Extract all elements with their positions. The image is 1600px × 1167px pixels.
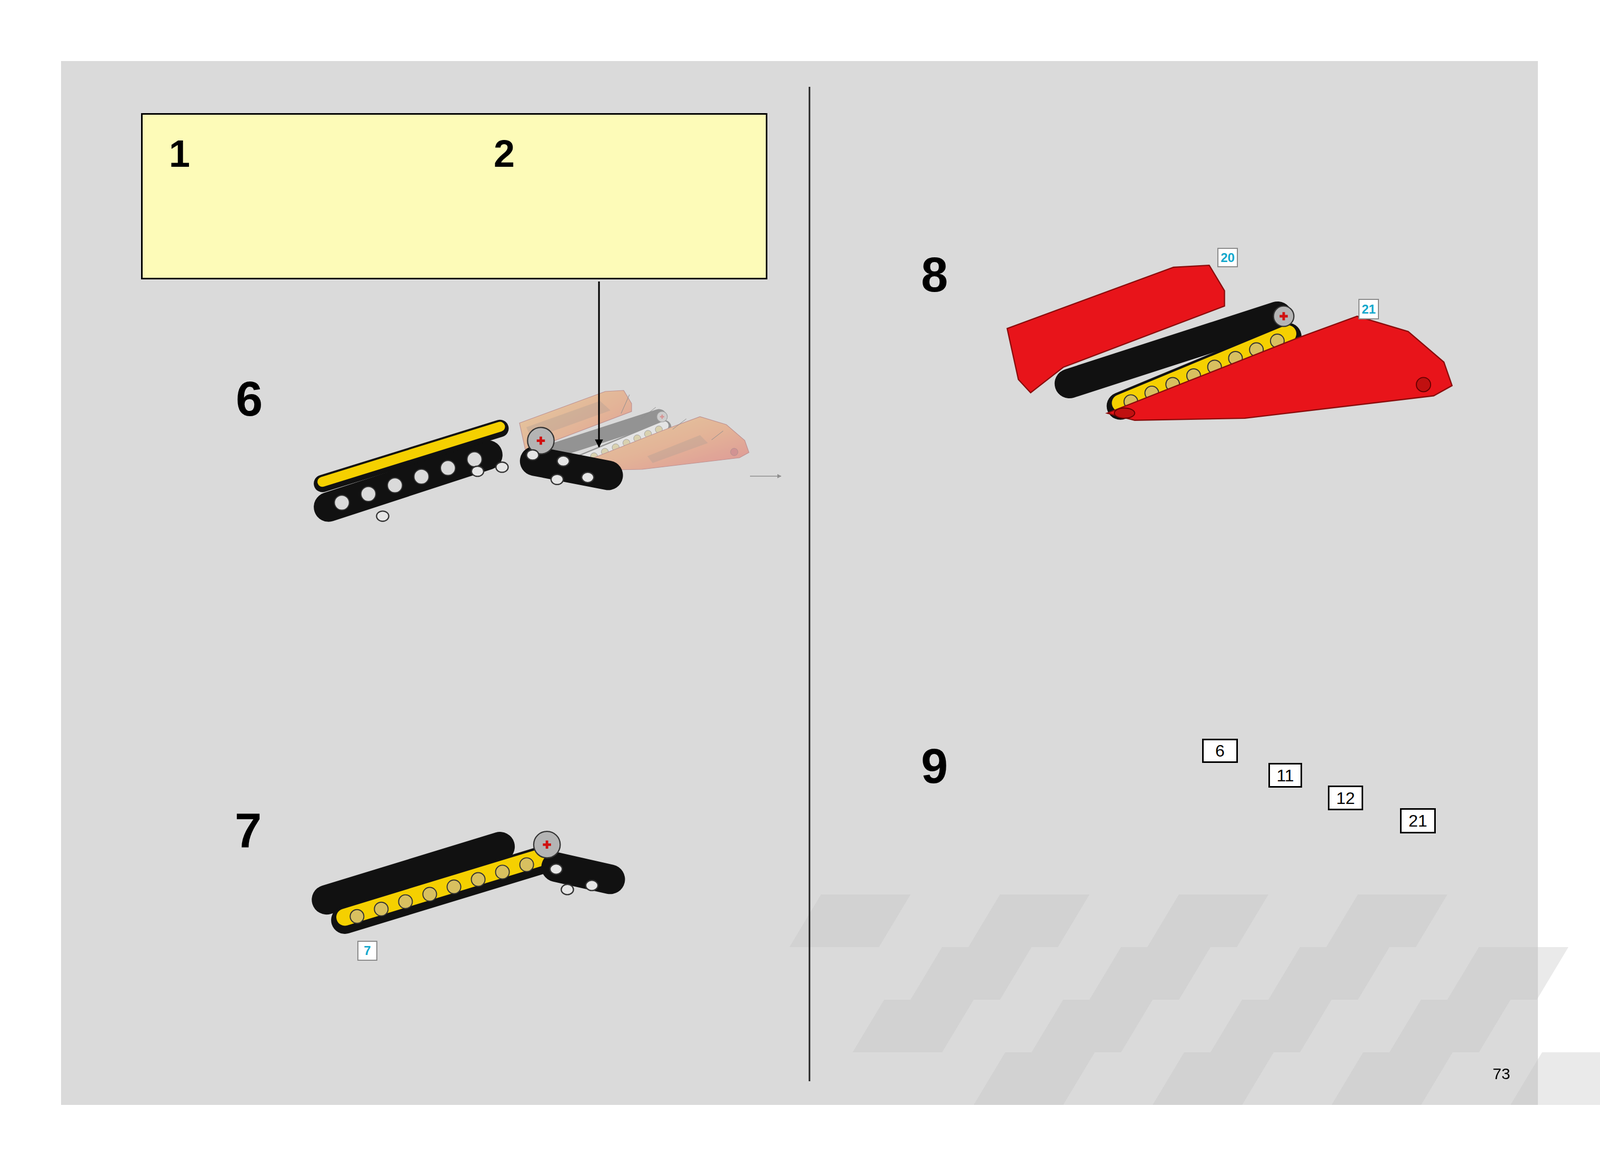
pin: [376, 511, 389, 522]
pin: [495, 462, 508, 473]
step-number: 7: [234, 806, 262, 855]
leader-line: [621, 394, 630, 414]
step-number: 8: [921, 250, 948, 299]
technic-beam: [534, 461, 609, 476]
part-callout-box: 6: [1202, 738, 1238, 764]
callout-number: 12: [1336, 790, 1356, 807]
part-callout-box: 12: [1327, 785, 1364, 811]
page-number: 73: [1492, 1066, 1510, 1083]
assembly-arrow: [750, 475, 782, 477]
page-panel: [61, 61, 1538, 1106]
leader-line: [711, 431, 724, 440]
leader-line: [672, 418, 687, 430]
divider-line: [808, 86, 811, 1082]
sub-assembly-callout: 12: [141, 113, 768, 280]
part-callout-box: 21: [1358, 298, 1379, 320]
callout-number: 20: [1220, 251, 1235, 265]
sub-step-number: 1: [168, 134, 190, 173]
technic-beam: [556, 867, 611, 880]
pin: [585, 880, 598, 891]
pin: [581, 472, 594, 483]
part-callout-box: 11: [1268, 763, 1303, 788]
connector-hub: [533, 831, 560, 858]
part-callout-box: 7: [357, 941, 378, 962]
pin: [550, 864, 563, 875]
technic-beam: [322, 426, 500, 484]
checker-pattern: [519, 390, 1600, 1106]
leader-line: [641, 407, 656, 419]
pin: [557, 456, 570, 467]
pin: [526, 450, 539, 460]
callout-number: 21: [1408, 812, 1428, 830]
part-callout-box: 20: [1217, 247, 1238, 268]
technic-beam: [344, 857, 539, 924]
fairing-assembly: [1007, 265, 1453, 421]
callout-number: 6: [1215, 742, 1225, 760]
callout-number: 21: [1361, 303, 1376, 316]
callout-number: 11: [1276, 767, 1294, 785]
connector-hub: [1273, 306, 1295, 327]
part-callout-box: 21: [1400, 808, 1436, 834]
step-number: 9: [921, 742, 948, 791]
pin: [551, 474, 564, 485]
sub-step-number: 2: [493, 134, 515, 173]
callout-number: 7: [363, 944, 371, 958]
assembly-arrow: [598, 281, 600, 447]
pin: [561, 884, 574, 895]
connector-hub: [656, 411, 668, 423]
pin: [471, 466, 484, 477]
step-number: 6: [235, 374, 263, 424]
